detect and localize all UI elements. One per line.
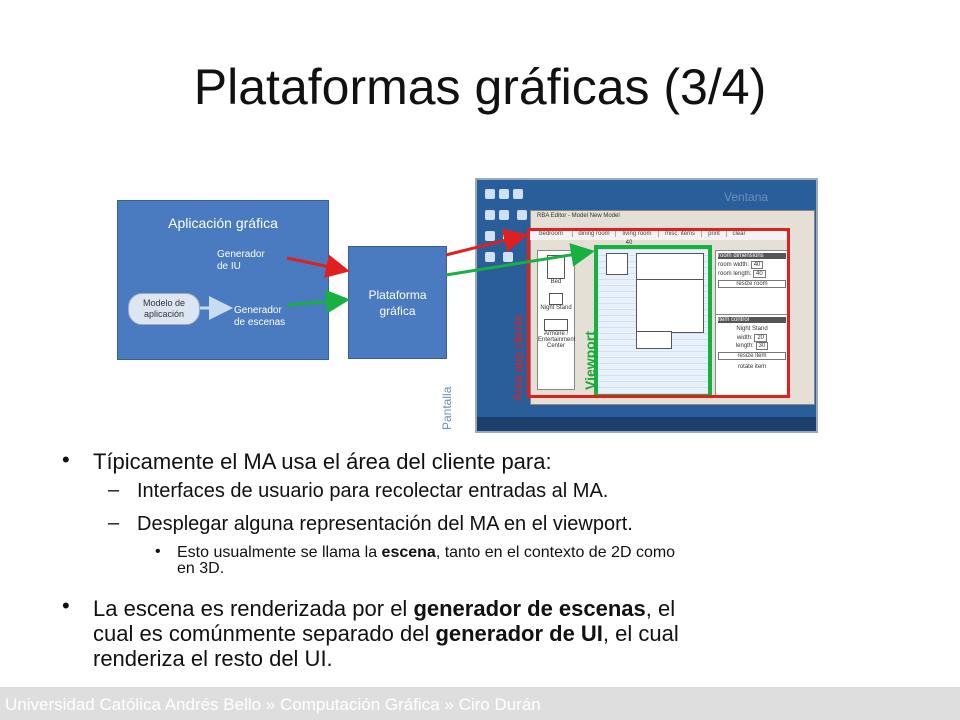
tab-misc-items: misc. items	[659, 231, 702, 237]
items-panel: Bed Night Stand Armoire / Entertainment …	[537, 250, 575, 390]
resize-room-button: resize room	[718, 280, 786, 288]
rotate-item-label: rotate item	[737, 364, 767, 370]
ui-generator-label: Generador de IU	[217, 249, 265, 273]
sub-sub-bullet-1: Esto usualmente se llama la escena, tant…	[177, 545, 897, 577]
bullet2-pre: La escena es renderizada por el	[93, 596, 414, 621]
ui-generator-line2: de IU	[217, 261, 241, 272]
tab-print: print	[702, 231, 727, 237]
app-model-shape: Modelo de aplicación	[128, 293, 200, 325]
scene-generator-term: generador de escenas	[413, 596, 646, 621]
tab-bedroom: bedroom	[530, 231, 573, 237]
room-length-field: 40	[753, 270, 766, 278]
item-width-field: 20	[754, 334, 768, 342]
diagram-arrows	[200, 228, 595, 320]
sub-bullet-2: Desplegar alguna representación del MA e…	[137, 513, 633, 535]
item-width-label: width:	[736, 335, 753, 341]
item-bed-label: Bed	[550, 279, 562, 285]
desktop-app-icon	[499, 189, 509, 199]
platform-to-viewport-arrow	[445, 243, 595, 277]
window-title: RBA Editor - Model New Model	[537, 213, 620, 219]
desktop-app-icon	[503, 252, 514, 262]
bed-icon	[547, 255, 565, 279]
bullet2-mid: , el	[645, 596, 676, 621]
bullet-2: La escena es renderizada por el generado…	[93, 596, 679, 671]
platform-line2: gráfica	[379, 303, 416, 318]
room-width-field: 40	[750, 261, 764, 269]
item-control-name: Night Stand	[736, 326, 768, 332]
window-label: Ventana	[724, 190, 769, 204]
ui-generator-line1: Generador	[217, 249, 265, 260]
room-width-label: room width:	[718, 262, 750, 268]
desktop-app-icon	[499, 210, 509, 220]
scene-term: escena	[381, 544, 436, 561]
desktop-app-icon	[485, 210, 495, 220]
sub-sub-bullet-dot: •	[155, 543, 161, 560]
bed-block	[636, 253, 704, 281]
desktop-app-icon	[485, 189, 495, 199]
night-stand-icon	[549, 293, 563, 305]
viewport-frame	[594, 245, 712, 398]
scene-text-post: , tanto en el contexto de 2D como	[435, 544, 676, 561]
bullet-dot: •	[62, 447, 70, 472]
room-dimensions-panel: room dimensions room width: 40 room leng…	[715, 250, 789, 316]
scene-text-line2: en 3D.	[177, 560, 225, 577]
bullet2-line3: renderiza el resto del UI.	[93, 646, 333, 671]
desktop-app-icon	[513, 189, 523, 199]
app-model-line1: Modelo de	[142, 298, 186, 308]
footer-bar: Universidad Católica Andrés Bello » Comp…	[0, 687, 960, 720]
scene-generator-line2: de escenas	[234, 317, 286, 328]
footer-text: Universidad Católica Andrés Bello » Comp…	[5, 695, 541, 714]
sub-bullet-dash: –	[108, 512, 120, 534]
bullet2-line2-post: , el cual	[602, 621, 679, 646]
armoire-icon	[544, 319, 568, 331]
client-area-frame	[527, 228, 790, 398]
room-block	[636, 279, 704, 333]
item-length-label: length:	[735, 343, 754, 349]
desktop-app-icon	[517, 210, 528, 220]
sub-bullet-1: Interfaces de usuario para recolectar en…	[137, 480, 609, 502]
item-armoire-label: Armoire / Entertainment Center	[538, 331, 576, 349]
tab-living-room: living room	[616, 231, 659, 237]
platform-line1: Plataforma	[368, 287, 427, 302]
scene-generator-label: Generador de escenas	[234, 305, 285, 329]
item-control-heading: item control	[718, 317, 786, 323]
graphics-platform-box: Plataforma gráfica	[348, 246, 447, 359]
ui-generator-term: generador de UI	[435, 621, 603, 646]
sub-bullet-dash: –	[108, 479, 120, 501]
item-length-field: 30	[755, 342, 769, 350]
app-model-line2: aplicación	[143, 309, 185, 319]
armoire-block	[636, 331, 672, 349]
resize-item-button: resize item	[718, 352, 786, 360]
taskbar	[477, 417, 816, 431]
scene-generator-line1: Generador	[234, 305, 282, 316]
item-night-stand-label: Night Stand	[540, 305, 572, 311]
ui-gen-to-platform-arrow	[286, 254, 350, 279]
app-title-label: Aplicación gráfica	[168, 215, 278, 231]
item-control-panel: item control Night Stand width: 20 lengt…	[715, 314, 789, 398]
architecture-diagram: Aplicación gráfica Generador de IU Gener…	[117, 178, 818, 433]
slide-title: Plataformas gráficas (3/4)	[193, 59, 767, 115]
furniture-block	[606, 253, 628, 275]
scene-text-pre: Esto usualmente se llama la	[177, 544, 382, 561]
platform-to-client-area-arrow	[445, 228, 528, 257]
bullet-dot: •	[62, 593, 70, 618]
bullet2-line2-pre: cual es comúnmente separado del	[93, 621, 436, 646]
desktop-app-icon	[485, 231, 495, 241]
desktop-app-icon	[485, 252, 495, 262]
graphic-application-box: Aplicación gráfica Generador de IU Gener…	[117, 200, 329, 360]
ruler-value: 40	[625, 240, 633, 246]
room-dimensions-heading: room dimensions	[718, 253, 786, 259]
room-length-label: room length:	[718, 271, 752, 277]
scene-gen-to-platform-arrow	[286, 289, 350, 314]
tab-clear: clear	[732, 231, 746, 237]
tab-dining-room: dining room	[573, 231, 616, 237]
bullet-1: Típicamente el MA usa el área del client…	[93, 449, 552, 474]
